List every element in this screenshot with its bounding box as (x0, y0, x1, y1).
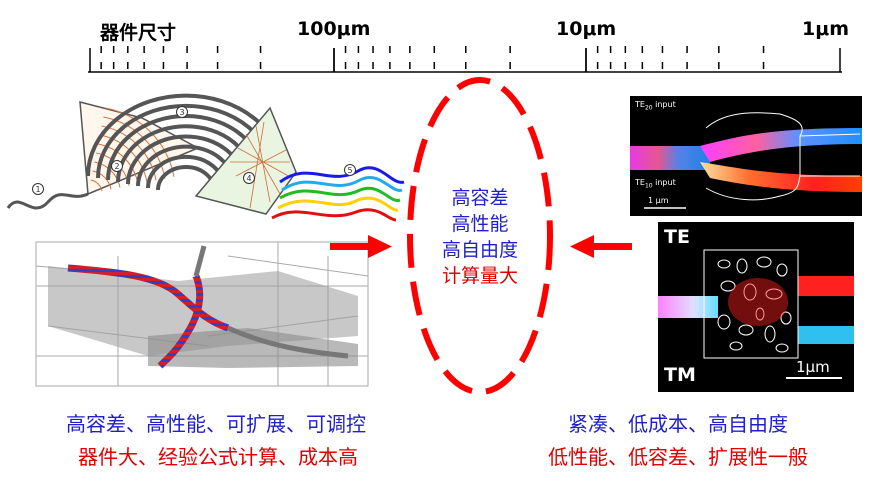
prism-arc (94, 161, 121, 188)
prism-arc (92, 170, 112, 190)
te-label: TE (664, 226, 690, 248)
center-line-2: 高性能 (451, 213, 509, 235)
marker-2: 2 (114, 162, 119, 171)
te-mode-panel: TE20 input TE10 input 1 μm (630, 96, 862, 216)
waveguide-3d-diagram (35, 241, 369, 387)
te20-input-label: TE20 input (635, 100, 676, 112)
te10-input-label: TE10 input (635, 178, 676, 190)
right-caption-cons: 低性能、低容差、扩展性一般 (548, 445, 808, 469)
arrow-right (570, 235, 632, 258)
marker-1: 1 (35, 185, 40, 194)
arrow-left (330, 235, 392, 258)
scale-tick-100um: 100μm (297, 18, 371, 40)
marker-4: 4 (246, 174, 251, 183)
tm-label: TM (664, 364, 696, 386)
prism-right-lines (230, 121, 293, 209)
input-fiber (6, 192, 89, 210)
te-tm-panel: TE TM 1μm (658, 222, 854, 392)
scale-title: 器件尺寸 (100, 22, 177, 44)
marker-5: 5 (347, 166, 352, 175)
center-line-4: 计算量大 (441, 265, 518, 287)
bulk-grating-diagram: 1 2 3 4 5 (6, 93, 405, 222)
scale-tick-10um: 10μm (556, 18, 617, 40)
scale-tick-1um: 1μm (802, 18, 849, 40)
left-caption-pros: 高容差、高性能、可扩展、可调控 (66, 412, 366, 436)
marker-3: 3 (179, 108, 184, 117)
center-line-3: 高自由度 (441, 239, 518, 261)
output-fibers (271, 166, 405, 222)
dashed-ellipse (407, 77, 553, 395)
center-line-1: 高容差 (451, 187, 509, 209)
top-scalebar-label: 1 μm (648, 196, 669, 205)
prism-arc (105, 107, 175, 177)
prism-right (194, 106, 297, 215)
right-caption-pros: 紧凑、低成本、高自由度 (568, 412, 788, 436)
left-caption-cons: 器件大、经验公式计算、成本高 (78, 445, 358, 469)
bottom-scalebar-label: 1μm (796, 358, 830, 376)
prism-arc (90, 179, 103, 192)
